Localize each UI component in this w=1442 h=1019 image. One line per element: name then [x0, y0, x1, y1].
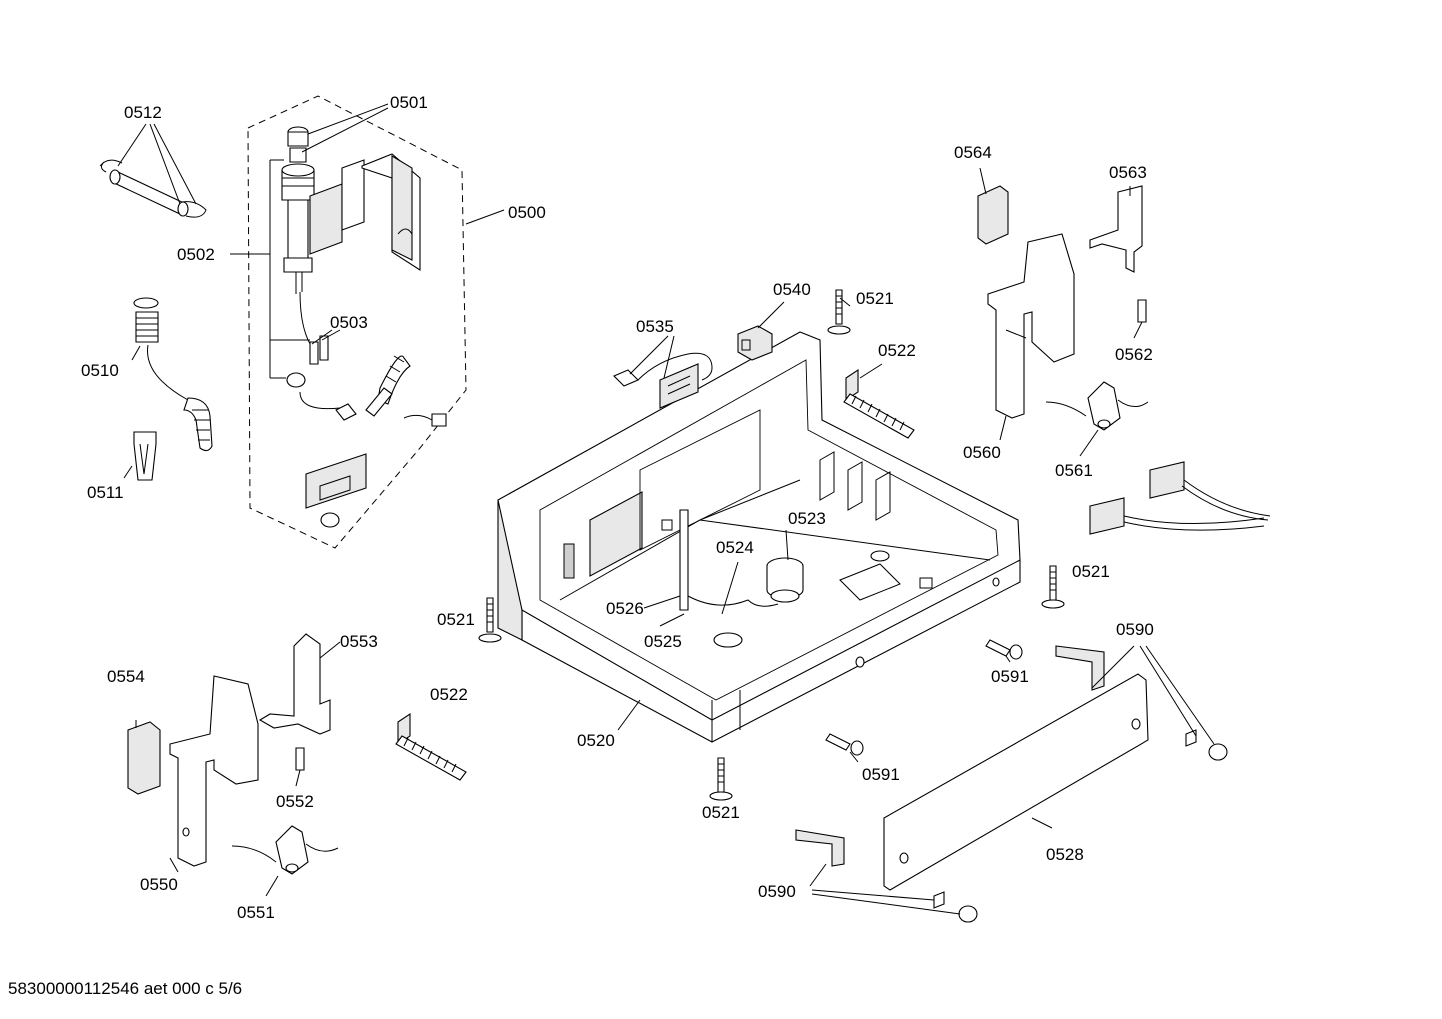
- part-0521-foot-bottom: [709, 757, 733, 801]
- label-0590-bottom: 0590: [758, 882, 796, 901]
- part-0521-foot-top: [827, 289, 851, 335]
- part-0520-base-tub: [497, 331, 1021, 743]
- part-0521-foot-right: [1041, 565, 1065, 609]
- part-0591-screw-center: [825, 733, 864, 756]
- label-0590-top: 0590: [1116, 620, 1154, 639]
- label-0523: 0523: [788, 509, 826, 528]
- label-0524: 0524: [716, 538, 754, 557]
- label-0554: 0554: [107, 667, 145, 686]
- part-0551-sensor: [231, 825, 339, 875]
- part-0564-cover: [977, 185, 1009, 245]
- part-0503-wiring: [286, 291, 447, 528]
- label-0503: 0503: [330, 313, 368, 332]
- label-0563: 0563: [1109, 163, 1147, 182]
- part-0502-valve: [281, 159, 365, 294]
- part-0561-sensor: [1045, 381, 1149, 431]
- label-0552: 0552: [276, 792, 314, 811]
- label-0564: 0564: [954, 143, 992, 162]
- label-0553: 0553: [340, 632, 378, 651]
- label-0551: 0551: [237, 903, 275, 922]
- part-0590-rail-bottom: [795, 829, 845, 867]
- leader-lines: [117, 103, 1215, 915]
- part-0591-screw-right: [985, 639, 1023, 660]
- label-0591-right: 0591: [991, 667, 1029, 686]
- label-0521-right: 0521: [1072, 562, 1110, 581]
- label-0528: 0528: [1046, 845, 1084, 864]
- part-0511-clip: [133, 431, 157, 481]
- label-0501: 0501: [390, 93, 428, 112]
- part-0522-spring-left: [395, 712, 467, 781]
- part-0522-spring-right: [843, 368, 915, 439]
- part-0590-rail-top: [1055, 645, 1105, 691]
- part-0500-housing: [361, 153, 421, 272]
- label-0526: 0526: [606, 599, 644, 618]
- label-0522-right: 0522: [878, 341, 916, 360]
- part-labels: 0512 0501 0500 0502 0503 0510 0511 0535 …: [81, 93, 1154, 922]
- label-0525: 0525: [644, 632, 682, 651]
- part-0521-foot-left: [478, 597, 502, 643]
- part-0590-cap-bottom: [933, 891, 978, 923]
- part-0562-clip: [1137, 299, 1147, 323]
- part-0535-cable-sensor: [613, 352, 713, 409]
- label-0560: 0560: [963, 443, 1001, 462]
- label-0520: 0520: [577, 731, 615, 750]
- label-0511: 0511: [87, 483, 124, 502]
- part-0553-bracket: [258, 633, 331, 735]
- part-0554-cover: [127, 721, 161, 795]
- document-reference: 58300000112546 aet 000 c 5/6: [8, 979, 243, 998]
- part-0528-front-panel: [883, 673, 1149, 891]
- part-0552-clip: [295, 747, 305, 771]
- label-0521-top: 0521: [856, 289, 894, 308]
- label-0512: 0512: [124, 103, 162, 122]
- label-0550: 0550: [140, 875, 178, 894]
- label-0521-bottom: 0521: [702, 803, 740, 822]
- part-0540-connector: [737, 325, 773, 361]
- part-0563-bracket: [1089, 185, 1143, 273]
- part-wiring-harness-right: [1089, 461, 1271, 535]
- label-0522-left: 0522: [430, 685, 468, 704]
- label-0562: 0562: [1115, 345, 1153, 364]
- label-0500: 0500: [508, 203, 546, 222]
- label-0540: 0540: [773, 280, 811, 299]
- part-0590-cap-top: [1185, 729, 1228, 761]
- label-0521-left: 0521: [437, 610, 475, 629]
- part-0550-bracket: [169, 675, 259, 867]
- part-0510-hose: [133, 297, 213, 452]
- label-0535: 0535: [636, 317, 674, 336]
- label-0502: 0502: [177, 245, 215, 264]
- label-0591-center: 0591: [862, 765, 900, 784]
- part-0560-bracket: [987, 233, 1075, 419]
- label-0561: 0561: [1055, 461, 1093, 480]
- label-0510: 0510: [81, 361, 119, 380]
- part-0501-valve-top: [287, 126, 309, 163]
- part-0512-hose: [99, 159, 207, 218]
